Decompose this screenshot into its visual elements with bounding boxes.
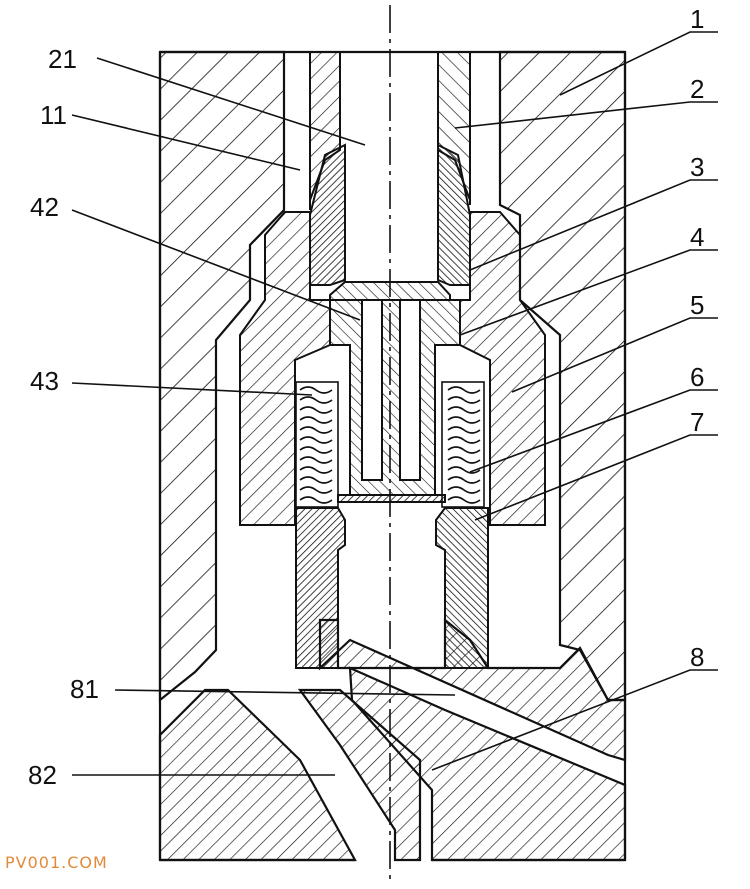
callout-labels: 1 2 3 4 5 6 7 8 11 21 42 43 81 82 [28,4,704,790]
callout-2: 2 [690,74,704,104]
valve-stem-body [329,299,461,496]
callout-3: 3 [690,152,704,182]
leader-4 [459,249,718,336]
leader-21 [96,57,366,146]
stem-bore-channel-right [399,299,421,481]
callout-11: 11 [40,100,67,130]
callout-5: 5 [690,290,704,320]
spring-left-coils [299,386,333,504]
callout-4: 4 [690,222,704,252]
valve-seat-plate [337,494,446,503]
leader-42 [71,209,361,321]
leader-3 [469,179,718,271]
callout-1: 1 [690,4,704,34]
leader-7 [474,434,718,521]
retainer-part-5 [239,211,546,526]
valve-stem-part-4 [329,281,461,496]
callout-6: 6 [690,362,704,392]
leader-1 [559,31,718,96]
callout-8: 8 [690,642,704,672]
retainer-right [459,211,546,526]
leader-43 [71,382,313,396]
leader-2 [454,101,718,129]
callout-42: 42 [30,192,59,222]
guide-tube [283,51,501,210]
leader-8 [431,669,718,771]
leader-11 [71,114,301,171]
leader-81 [114,689,456,696]
leader-5 [511,317,718,393]
callout-82: 82 [28,760,57,790]
retainer-left [239,211,331,526]
leader-lines [71,31,718,776]
leader-6 [469,389,718,473]
seal-sleeve-part-3 [309,143,471,286]
stem-bore-channel [361,299,383,481]
spring-right-coils [447,386,481,504]
callout-43: 43 [30,366,59,396]
watermark: PV001.COM [5,853,108,872]
callout-21: 21 [48,44,77,74]
callout-7: 7 [690,407,704,437]
callout-81: 81 [70,674,99,704]
seat-plate [337,494,446,503]
